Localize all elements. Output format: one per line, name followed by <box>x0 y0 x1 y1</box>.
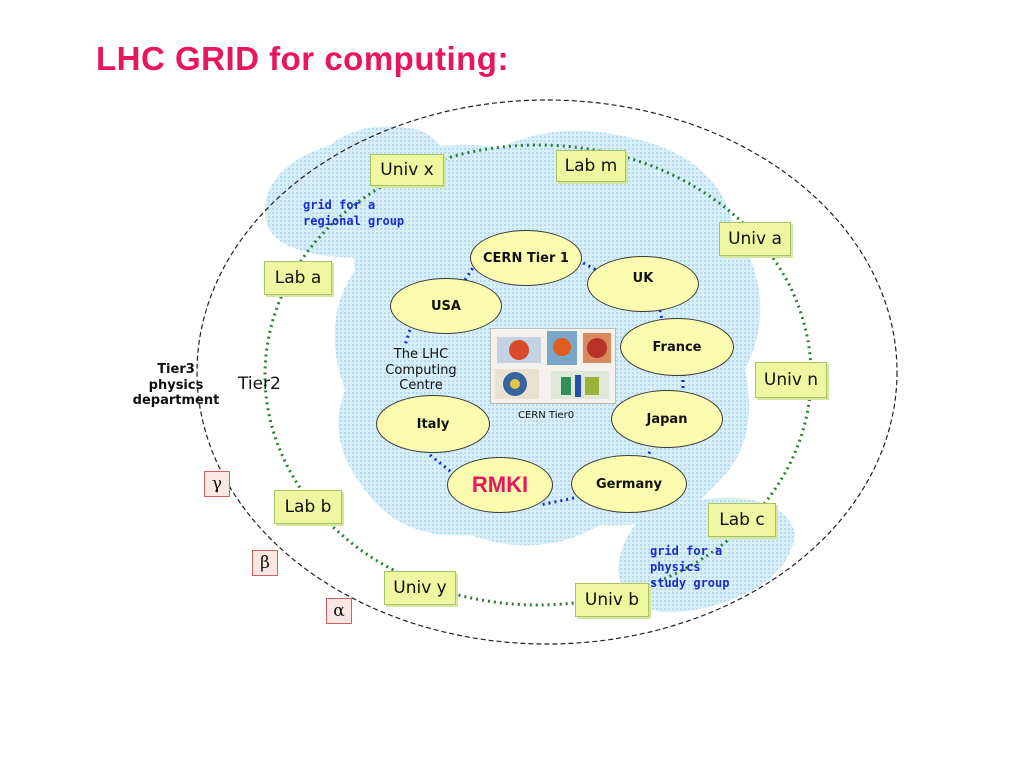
computing-centre-label: The LHC Computing Centre <box>378 347 464 394</box>
beta-user-box: β <box>252 550 278 576</box>
computing-centre-line-2: Computing <box>385 362 457 378</box>
tier3-label: Tier3 physics department <box>124 362 228 409</box>
alpha-user-box: α <box>326 598 352 624</box>
node-lab-c: Lab c <box>708 503 776 537</box>
node-italy: Italy <box>376 395 490 453</box>
tier3-line-1: Tier3 <box>157 362 195 377</box>
regional-group-line-2: regional group <box>303 214 405 229</box>
gamma-user-box: γ <box>204 471 230 497</box>
detector-illustration <box>491 329 615 403</box>
node-cern-tier1: CERN Tier 1 <box>470 230 582 286</box>
study-group-label: grid for a physics study group <box>650 543 729 592</box>
node-rmki: RMKI <box>447 457 553 513</box>
regional-group-label: grid for a regional group <box>303 197 404 229</box>
regional-group-line-1: grid for a <box>303 198 376 212</box>
tier3-line-3: department <box>132 393 220 409</box>
cern-detector-image <box>490 328 616 404</box>
computing-centre-line-3: Centre <box>399 378 443 394</box>
node-univ-b: Univ b <box>575 583 649 617</box>
node-japan: Japan <box>611 390 723 448</box>
page-title: LHC GRID for computing: <box>96 40 509 77</box>
node-lab-b: Lab b <box>274 490 342 524</box>
node-uk: UK <box>587 256 699 312</box>
study-group-line-3: study group <box>650 576 730 591</box>
node-usa: USA <box>390 278 502 334</box>
tier3-outer-ring <box>196 99 898 645</box>
node-univ-x: Univ x <box>370 154 444 186</box>
node-lab-m: Lab m <box>556 150 626 182</box>
node-germany: Germany <box>571 455 687 513</box>
cern-tier0-label: CERN Tier0 <box>518 410 575 421</box>
node-lab-a: Lab a <box>264 261 332 295</box>
node-france: France <box>620 318 734 376</box>
node-univ-n: Univ n <box>755 362 827 398</box>
tier3-line-2: physics <box>148 377 204 393</box>
tier2-label: Tier2 <box>238 374 281 394</box>
study-group-line-2: physics <box>650 560 701 575</box>
study-group-line-1: grid for a <box>650 544 723 558</box>
node-univ-y: Univ y <box>384 571 456 605</box>
computing-centre-line-1: The LHC <box>393 347 449 362</box>
node-univ-a: Univ a <box>719 222 791 256</box>
